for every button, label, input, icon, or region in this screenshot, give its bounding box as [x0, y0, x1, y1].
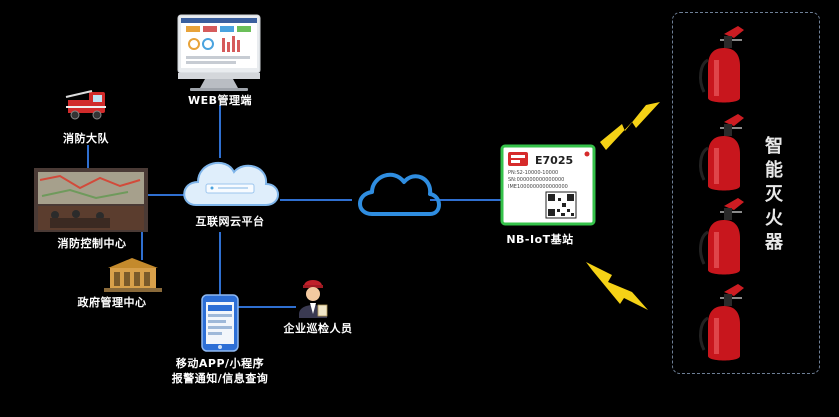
cloud-server-icon — [183, 162, 279, 206]
vtext-char-5: 器 — [765, 232, 783, 253]
connector-lines — [87, 105, 502, 308]
module-line-3: IME1000000000000000 — [508, 184, 568, 190]
fire-extinguisher-icon-3 — [699, 198, 744, 275]
extinguisher-panel — [672, 12, 820, 374]
smart-extinguisher-label: 智 能 灭 火 器 — [762, 135, 786, 255]
building-icon — [104, 258, 162, 292]
inspector-icon — [299, 280, 328, 318]
control-room-icon — [34, 168, 148, 232]
fire-brigade-label: 消防大队 — [63, 132, 109, 145]
gov-center-label: 政府管理中心 — [77, 296, 147, 309]
nbiot-label: NB-IoT基站 — [506, 233, 574, 246]
fire-truck-icon — [65, 90, 106, 120]
fire-extinguisher-icon-4 — [699, 284, 744, 361]
vtext-char-2: 能 — [765, 160, 783, 181]
module-name: E7025 — [535, 154, 574, 167]
fire-control-label: 消防控制中心 — [57, 237, 127, 250]
inspector-label: 企业巡检人员 — [283, 322, 353, 335]
vtext-char-4: 火 — [765, 208, 783, 229]
vtext-char-1: 智 — [765, 136, 783, 157]
lightning-icon — [600, 102, 660, 150]
web-label: WEB管理端 — [187, 94, 253, 107]
mobile-app-sublabel: 报警通知/信息查询 — [171, 372, 269, 385]
monitor-icon — [177, 14, 261, 91]
mobile-app-label: 移动APP/小程序 — [175, 357, 265, 370]
fire-extinguisher-icon — [699, 26, 744, 103]
module-line-2: SN:000000000000000 — [508, 177, 565, 183]
phone-icon — [201, 294, 239, 352]
cloud-platform-label: 互联网云平台 — [195, 215, 265, 228]
cloud-icon — [358, 172, 441, 216]
module-line-1: PN:S2-10000-10000 — [508, 170, 559, 176]
lightning-icon-lower — [586, 262, 648, 310]
fire-extinguisher-icon-2 — [699, 114, 744, 191]
nbiot-module-icon — [500, 144, 596, 226]
vtext-char-3: 灭 — [765, 184, 783, 205]
